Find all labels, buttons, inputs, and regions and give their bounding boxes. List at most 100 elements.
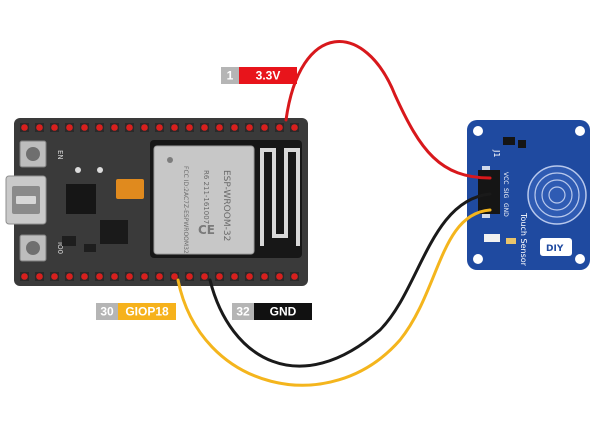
pin-label-gnd: 32 GND xyxy=(232,303,312,320)
en-label: EN xyxy=(56,150,64,160)
touch-pad xyxy=(527,165,587,225)
header-pin xyxy=(51,273,58,280)
header-pin xyxy=(21,124,28,131)
header-pin xyxy=(111,273,118,280)
header-pin xyxy=(231,124,238,131)
pin-number: 1 xyxy=(227,69,234,83)
esp-wroom-module: ESP-WROOM-32 R6 211-161007 FCC ID:2AC7Z-… xyxy=(150,140,302,258)
header-pin xyxy=(96,273,103,280)
header-pin xyxy=(216,124,223,131)
wires xyxy=(176,40,492,387)
pcb-antenna xyxy=(260,148,300,246)
header-pin xyxy=(51,124,58,131)
header-pin xyxy=(96,124,103,131)
usb-uart-chip xyxy=(66,184,96,214)
header-pin xyxy=(201,124,208,131)
io0-label: IO0 xyxy=(56,242,64,254)
pin-name-box xyxy=(254,303,312,320)
touch-sensor-module: J1 VCC SIG GND Touch Sensor DIY xyxy=(467,120,590,270)
header-pin xyxy=(246,124,253,131)
header-pin xyxy=(291,124,298,131)
header-pin xyxy=(186,124,193,131)
header-pin xyxy=(156,124,163,131)
smd-led xyxy=(506,238,516,244)
io0-button xyxy=(19,234,47,262)
regulator xyxy=(100,220,128,244)
smd-component xyxy=(518,140,526,148)
mount-hole xyxy=(473,126,483,136)
esp32-board: EN IO0 ESP-WROOM-32 R6 211-161007 FCC ID… xyxy=(5,118,308,286)
header-pin xyxy=(216,273,223,280)
header-pin xyxy=(81,124,88,131)
sensor-pin-name-vcc: VCC xyxy=(502,172,509,184)
header-pin xyxy=(276,273,283,280)
header-pin xyxy=(186,273,193,280)
header-pin xyxy=(231,273,238,280)
header-label: J1 xyxy=(492,149,501,157)
mount-hole xyxy=(575,126,585,136)
header-pin xyxy=(261,124,268,131)
pin-number-box xyxy=(232,303,254,320)
module-text-line: ESP-WROOM-32 xyxy=(221,170,231,241)
led xyxy=(75,167,81,173)
header-pin xyxy=(126,124,133,131)
header-pin xyxy=(291,273,298,280)
smd-resistor xyxy=(484,234,500,242)
logo-text: DIY xyxy=(546,244,564,254)
diy-logo: DIY xyxy=(540,238,572,256)
header-pin xyxy=(126,273,133,280)
pin-name: 3.3V xyxy=(256,69,281,83)
pin1-marker xyxy=(167,157,173,163)
header-pin xyxy=(171,273,178,280)
pin-label-gpio: 30 GIOP18 xyxy=(96,303,176,320)
pin-label-vcc: 1 3.3V xyxy=(221,67,297,84)
pin-number: 32 xyxy=(236,305,250,319)
ce-mark-icon: CE xyxy=(198,223,215,237)
pin-number-box xyxy=(221,67,239,84)
sensor-pin-name-sig: SIG xyxy=(502,188,509,199)
header-pin xyxy=(66,273,73,280)
header-pins-bottom xyxy=(20,272,299,281)
vcc-wire xyxy=(284,40,492,180)
header-pin xyxy=(261,273,268,280)
module-text-line: FCC ID:2AC7Z-ESPWROOM32 xyxy=(182,166,189,254)
mount-hole xyxy=(473,254,483,264)
smd-component xyxy=(62,236,76,246)
header-pin xyxy=(111,124,118,131)
header-pin xyxy=(246,273,253,280)
led xyxy=(97,167,103,173)
pin-name: GIOP18 xyxy=(125,305,169,319)
smd-component xyxy=(84,244,96,252)
en-button xyxy=(19,140,47,168)
module-shield xyxy=(153,145,255,255)
module-text-line: R6 211-161007 xyxy=(202,170,210,224)
header-pin xyxy=(156,273,163,280)
sensor-title: Touch Sensor xyxy=(519,212,528,267)
signal-wire xyxy=(176,208,492,387)
pin-number-box xyxy=(96,303,118,320)
header-pin xyxy=(141,273,148,280)
header-pin xyxy=(201,273,208,280)
pin-name-box xyxy=(239,67,297,84)
sensor-pin-name-gnd: GND xyxy=(502,203,509,217)
gnd-wire xyxy=(208,192,492,368)
capacitor xyxy=(116,179,144,199)
header-pin xyxy=(66,124,73,131)
header-pin xyxy=(141,124,148,131)
header-pins-top xyxy=(20,123,299,132)
header-pin xyxy=(171,124,178,131)
header-pin xyxy=(36,273,43,280)
usb-port xyxy=(5,175,47,225)
pin-name-box xyxy=(118,303,176,320)
mount-hole xyxy=(575,254,585,264)
header-pin xyxy=(36,124,43,131)
header-pin xyxy=(276,124,283,131)
smd-component xyxy=(503,137,515,145)
pin-number: 30 xyxy=(100,305,114,319)
header-pin xyxy=(21,273,28,280)
pin-header xyxy=(478,170,500,214)
pin-name: GND xyxy=(270,305,297,319)
header-pin xyxy=(81,273,88,280)
